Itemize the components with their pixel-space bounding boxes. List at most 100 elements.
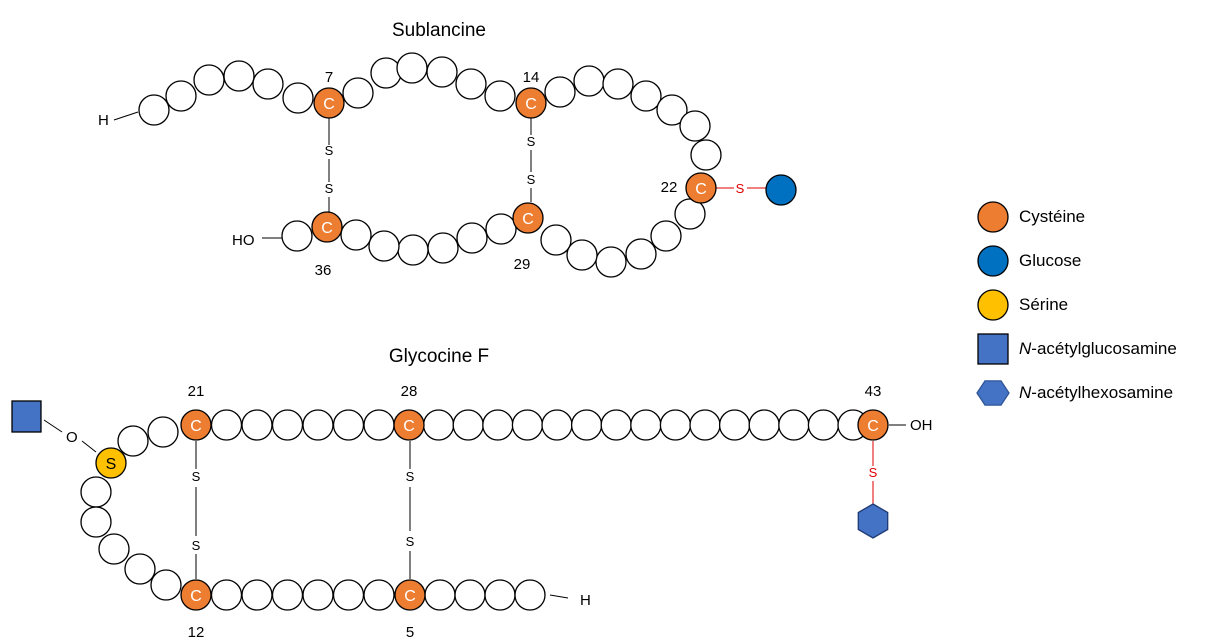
cysteine-14-letter: C	[525, 96, 537, 113]
residue-bead	[147, 416, 179, 448]
sulfur-atom: S	[406, 534, 415, 549]
residue-bead	[332, 579, 365, 611]
residue-bead	[281, 220, 313, 252]
sublancine-position-7: 7	[325, 69, 333, 86]
sulfur-atom: S	[192, 469, 201, 484]
residue-bead	[363, 579, 395, 611]
residue-bead	[150, 569, 182, 601]
residue-bead	[748, 409, 780, 441]
residue-bead	[566, 239, 598, 271]
residue-bead	[98, 533, 130, 565]
cysteine-29	[512, 202, 544, 234]
sublancine-n-terminus: H	[98, 112, 109, 129]
hexagon-icon	[976, 380, 1010, 406]
legend-item: Sérine	[975, 283, 1215, 327]
cysteine-28	[393, 409, 425, 441]
cysteine-29-letter: C	[522, 211, 534, 228]
cysteine-7-letter: C	[323, 96, 335, 113]
residue-bead	[370, 57, 402, 89]
legend-label-text: Cystéine	[1019, 207, 1086, 226]
residue-bead	[282, 82, 314, 114]
residue-bead	[396, 52, 428, 84]
glycocine-position-21: 21	[188, 383, 205, 400]
o-glycosidic-bond	[43, 419, 63, 433]
residue-bead	[690, 139, 722, 171]
residue-bead	[363, 409, 395, 441]
residue-bead	[659, 409, 692, 441]
residue-bead	[223, 60, 255, 92]
residue-bead	[241, 579, 273, 611]
glycocine-position-28: 28	[401, 383, 418, 400]
residue-bead	[595, 246, 627, 278]
legend-label: N-acétylhexosamine	[1019, 383, 1173, 403]
legend-label: N-acétylglucosamine	[1019, 339, 1177, 359]
residue-bead	[689, 409, 721, 441]
residue-bead	[600, 409, 632, 441]
legend-label-prefix: N	[1019, 339, 1032, 358]
circle-icon	[977, 289, 1009, 321]
o-glycosidic-bond	[81, 440, 97, 453]
n-acetylglucosamine-residue	[11, 400, 42, 433]
residue-bead	[422, 409, 455, 441]
cysteine-36-letter: C	[321, 220, 333, 237]
residue-bead	[456, 222, 488, 254]
oxygen-atom: O	[66, 429, 78, 446]
n-terminus-bond	[549, 594, 569, 599]
residue-bead	[241, 409, 273, 441]
residue-bead	[807, 409, 840, 441]
residue-bead	[193, 64, 225, 96]
residue-bead	[397, 234, 429, 266]
cysteine-12	[180, 579, 212, 611]
sulfur-atom-glycosidic: S	[869, 465, 878, 480]
sulfur-atom: S	[192, 538, 201, 553]
residue-beads	[80, 52, 869, 611]
legend-item: Glucose	[975, 239, 1215, 283]
diagram-labels: Sublancine Glycocine F H HO 7 14 22 29 3…	[66, 20, 933, 641]
residue-bead	[573, 65, 605, 97]
residue-bead	[271, 579, 304, 611]
bond-lines	[43, 111, 906, 599]
residue-bead	[541, 409, 573, 441]
legend-item: Cystéine	[975, 195, 1215, 239]
residue-bead	[630, 409, 662, 441]
residue-bead	[482, 409, 514, 441]
cysteine-5	[394, 579, 426, 611]
sulfur-atom: S	[527, 172, 536, 187]
sulfur-atom: S	[406, 469, 415, 484]
legend-label-prefix: N	[1019, 383, 1032, 402]
cysteine-21-letter: C	[190, 418, 202, 435]
circle-icon	[977, 245, 1009, 277]
residue-bead	[427, 232, 459, 264]
legend-label-text: Sérine	[1019, 295, 1069, 314]
sulfur-atom-glycosidic: S	[736, 181, 745, 196]
glucose-residue	[765, 174, 797, 206]
cysteine-7	[313, 87, 345, 119]
residue-bead	[80, 476, 112, 508]
sublancine-position-29: 29	[514, 256, 531, 273]
residue-bead	[124, 553, 156, 585]
residue-bead	[718, 409, 751, 441]
cysteine-14	[515, 87, 547, 119]
residue-bead	[540, 224, 572, 256]
cysteine-12-letter: C	[190, 588, 202, 605]
residue-bead	[210, 409, 243, 441]
residue-bead	[117, 425, 149, 457]
residue-bead	[544, 76, 576, 108]
glycocine-position-12: 12	[188, 624, 205, 641]
residue-bead	[368, 230, 400, 262]
cysteine-22-letter: C	[695, 181, 707, 198]
glycocine-n-terminus: H	[580, 592, 591, 609]
square-icon	[977, 333, 1009, 365]
cysteine-22	[685, 172, 717, 204]
residue-bead	[252, 68, 284, 100]
glycocine-title: Glycocine F	[389, 346, 489, 367]
legend-label: Cystéine	[1019, 207, 1085, 227]
legend-label: Sérine	[1019, 295, 1068, 315]
sulfur-atom: S	[325, 181, 334, 196]
residue-bead	[484, 579, 516, 611]
residue-bead	[570, 409, 603, 441]
residue-bead	[340, 219, 372, 251]
residue-bead	[650, 220, 682, 252]
